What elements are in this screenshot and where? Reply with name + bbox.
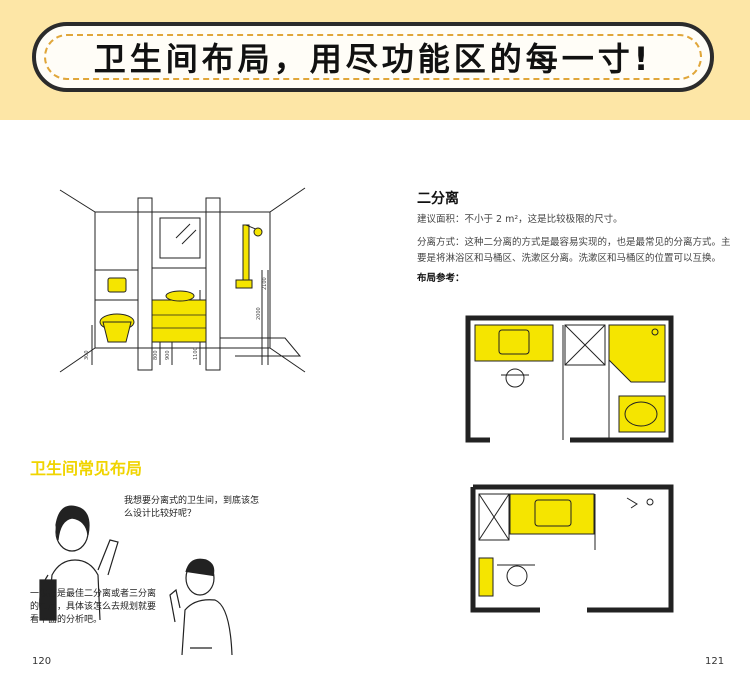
method-text: 分离方式：这种二分离的方式是最容易实现的，也是最常见的分离方式。主要是将淋浴区和… [417,237,731,264]
dim-label-2000: 2000 [256,307,262,320]
section-heading: 二分离 [417,191,459,207]
dim-label-1100: 1100 [193,347,199,360]
bathroom-elevation-illustration: 300 800 1100 900 2000 2100 [59,187,306,373]
title-badge: 卫生间布局，用尽功能区的每一寸! [32,22,714,92]
page-number-left: 120 [32,656,52,667]
left-page: 300 800 1100 900 2000 2100 卫生间常见布局 我想要分离… [0,120,375,684]
dim-label-300: 300 [84,350,90,360]
woman-character-illustration [39,505,119,621]
floor-plan-1 [465,315,674,443]
dim-label-2100: 2100 [262,277,268,290]
reference-label: 布局参考： [417,273,465,284]
floor-plan-2 [470,484,674,613]
man-character-illustration [169,558,233,656]
right-page: 二分离 建议面积：不小于 2 m²，这是比较极限的尺寸。 分离方式：这种二分离的… [375,120,750,684]
dim-label-900: 900 [165,350,171,360]
section-title: 卫生间常见布局 [30,459,143,478]
area-text: 建议面积：不小于 2 m²，这是比较极限的尺寸。 [417,214,623,225]
header-banner: 卫生间布局，用尽功能区的每一寸! [0,0,750,120]
page-title: 卫生间布局，用尽功能区的每一寸! [93,40,653,78]
dim-label-800: 800 [153,350,159,360]
speech-answer: 一般都是最佳二分离或者三分离的布局，具体该怎么去规划就要看下面的分析吧。 [30,589,157,625]
page-number-right: 121 [705,656,725,667]
speech-question: 我想要分离式的卫生间，到底该怎么设计比较好呢？ [124,496,260,519]
